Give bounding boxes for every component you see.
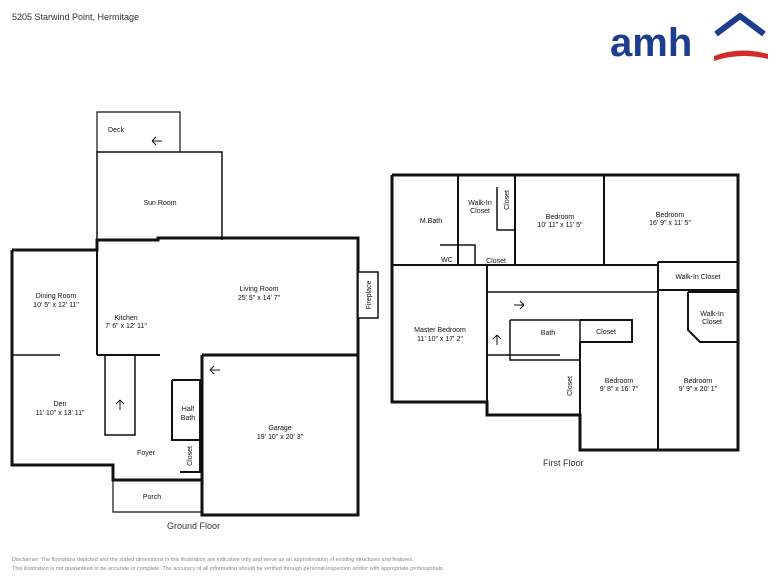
disclaimer-line-2: This illustration is not guaranteed to b… (12, 566, 445, 572)
walkin-closet-right2-2: Closet (702, 319, 722, 326)
walkin-closet-master-1: Walk-In (468, 200, 492, 207)
closet-top-label: Closet (504, 190, 511, 210)
bedroom-2-label: Bedroom (546, 214, 575, 221)
garage-dims: 19' 10" x 20' 3" (257, 434, 304, 441)
amh-logo: amh (610, 13, 768, 64)
half-bath-label-2: Bath (181, 415, 196, 422)
closet-vert-label: Closet (567, 376, 574, 396)
bedroom-3-label: Bedroom (656, 212, 685, 219)
master-bedroom-dims: 11' 10" x 17' 2" (417, 336, 463, 343)
bedroom-5-dims: 9' 9" x 20' 1" (679, 386, 718, 393)
closet-label: Closet (187, 446, 194, 466)
bath-label: Bath (541, 330, 556, 337)
bedroom-3-dims: 16' 9" x 11' 5" (649, 220, 691, 227)
svg-text:amh: amh (610, 21, 692, 64)
walkin-closet-master-2: Closet (470, 208, 490, 215)
dining-room-dims: 10' 5" x 12' 11" (33, 302, 79, 309)
bedroom-5-label: Bedroom (684, 378, 713, 385)
first-floor-title: First Floor (543, 458, 584, 468)
m-bath-label: M.Bath (420, 218, 442, 225)
den-dims: 11' 10" x 13' 11" (35, 410, 85, 417)
dining-room-label: Dining Room (36, 293, 77, 300)
deck-label: Deck (108, 127, 124, 134)
foyer-label: Foyer (137, 450, 156, 457)
porch-label: Porch (143, 494, 161, 501)
master-bedroom-label: Master Bedroom (414, 327, 466, 334)
walkin-closet-right-label: Walk-In Closet (675, 274, 720, 281)
living-room-label: Living Room (240, 286, 279, 293)
kitchen-label: Kitchen (114, 315, 137, 322)
fireplace-label: Fireplace (366, 281, 373, 310)
closet-hall-label: Closet (486, 258, 506, 265)
living-room-dims: 25' 5" x 14' 7" (238, 295, 281, 302)
den-label: Den (54, 401, 67, 408)
bedroom-4-label: Bedroom (605, 378, 634, 385)
sun-room-label: Sun Room (143, 200, 176, 207)
disclaimer-line-1: Disclaimer: The floorplans depicted and … (12, 557, 414, 563)
bedroom-4-dims: 9' 8" x 16' 7" (600, 386, 639, 393)
walkin-closet-right2-1: Walk-In (700, 311, 724, 318)
garage-label: Garage (268, 425, 291, 432)
property-address: 5205 Starwind Point, Hermitage (12, 12, 140, 22)
wc-label: WC (441, 257, 453, 264)
ground-floor-title: Ground Floor (167, 521, 221, 531)
kitchen-dims: 7' 6" x 12' 11" (105, 323, 147, 330)
half-bath-label-1: Half (182, 406, 195, 413)
closet-mid-label: Closet (596, 329, 616, 336)
bedroom-2-dims: 10' 11" x 11' 5" (537, 222, 583, 229)
